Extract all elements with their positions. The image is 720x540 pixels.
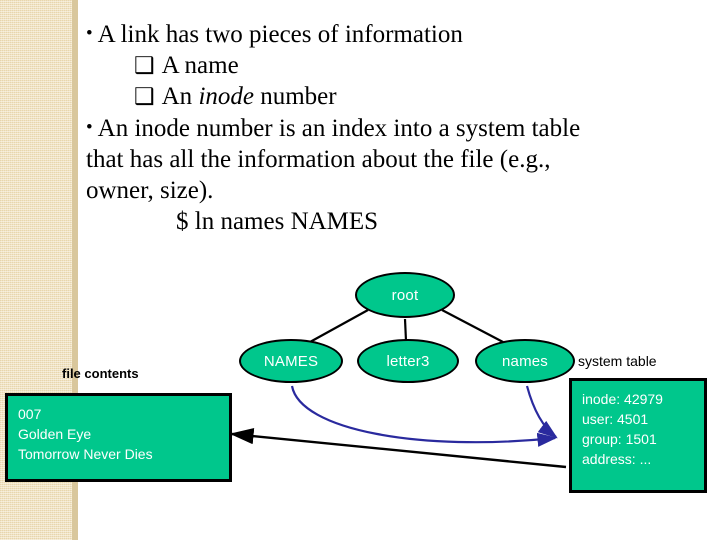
- file-contents-line-1: 007: [18, 406, 42, 422]
- node-names-lower-label: names: [501, 352, 549, 370]
- sub-bullet-item-2-suffix: number: [253, 83, 337, 110]
- sub-bullet-item-1-label: A name: [161, 52, 239, 79]
- bullet-item-1: •A link has two pieces of information: [86, 18, 686, 50]
- system-table-line-address: address: ...: [582, 451, 652, 467]
- link-arrow-names-upper-to-inode: [290, 385, 558, 447]
- bullet-dot-icon: •: [86, 117, 93, 138]
- address-arrow-inode-to-file-contents: [229, 428, 567, 469]
- shell-command-line: $ ln names NAMES: [176, 208, 379, 235]
- sub-bullet-square-icon: ❑: [134, 53, 155, 78]
- sub-bullet-item-1: ❑A name: [86, 50, 686, 81]
- node-names-upper[interactable]: NAMES: [239, 339, 343, 383]
- slide-body-text: •A link has two pieces of information ❑A…: [86, 18, 686, 237]
- node-root-label: root: [391, 286, 419, 304]
- node-names-lower[interactable]: names: [475, 339, 575, 383]
- file-contents-label: file contents: [62, 366, 139, 381]
- tree-edge-root-names-upper: [309, 309, 369, 343]
- node-names-upper-label: NAMES: [263, 352, 319, 370]
- system-table-line-group: group: 1501: [582, 431, 657, 447]
- sub-bullet-item-2-prefix: An: [161, 83, 199, 110]
- system-table-line-inode: inode: 42979: [582, 391, 663, 407]
- file-contents-box[interactable]: 007 Golden Eye Tomorrow Never Dies: [5, 393, 232, 482]
- bullet-item-2-cont-2: owner, size).: [86, 177, 214, 204]
- bullet-item-2-cont-1: that has all the information about the f…: [86, 146, 551, 173]
- node-letter3-label: letter3: [386, 352, 430, 370]
- bullet-dot-icon: •: [86, 23, 93, 44]
- node-root[interactable]: root: [355, 272, 455, 318]
- node-letter3[interactable]: letter3: [357, 339, 459, 383]
- sub-bullet-item-2: ❑An inode number: [86, 81, 686, 112]
- bullet-item-2-line-1: An inode number is an index into a syste…: [97, 115, 581, 142]
- system-table-line-user: user: 4501: [582, 411, 649, 427]
- system-table-label: system table: [578, 353, 657, 369]
- decorative-side-band-edge: [72, 0, 78, 540]
- sub-bullet-item-2-italic: inode: [198, 83, 254, 110]
- tree-edge-root-names-lower: [441, 309, 504, 343]
- link-arrow-names-lower-to-inode: [525, 385, 558, 439]
- tree-edge-root-letter3: [403, 318, 408, 342]
- bullet-item-1-label: A link has two pieces of information: [97, 21, 463, 48]
- bullet-item-2: •An inode number is an index into a syst…: [86, 112, 686, 144]
- sub-bullet-square-icon: ❑: [134, 84, 155, 109]
- file-contents-line-2: Golden Eye: [18, 426, 92, 442]
- file-contents-line-3: Tomorrow Never Dies: [18, 446, 153, 462]
- system-table-box[interactable]: inode: 42979 user: 4501 group: 1501 addr…: [569, 378, 707, 493]
